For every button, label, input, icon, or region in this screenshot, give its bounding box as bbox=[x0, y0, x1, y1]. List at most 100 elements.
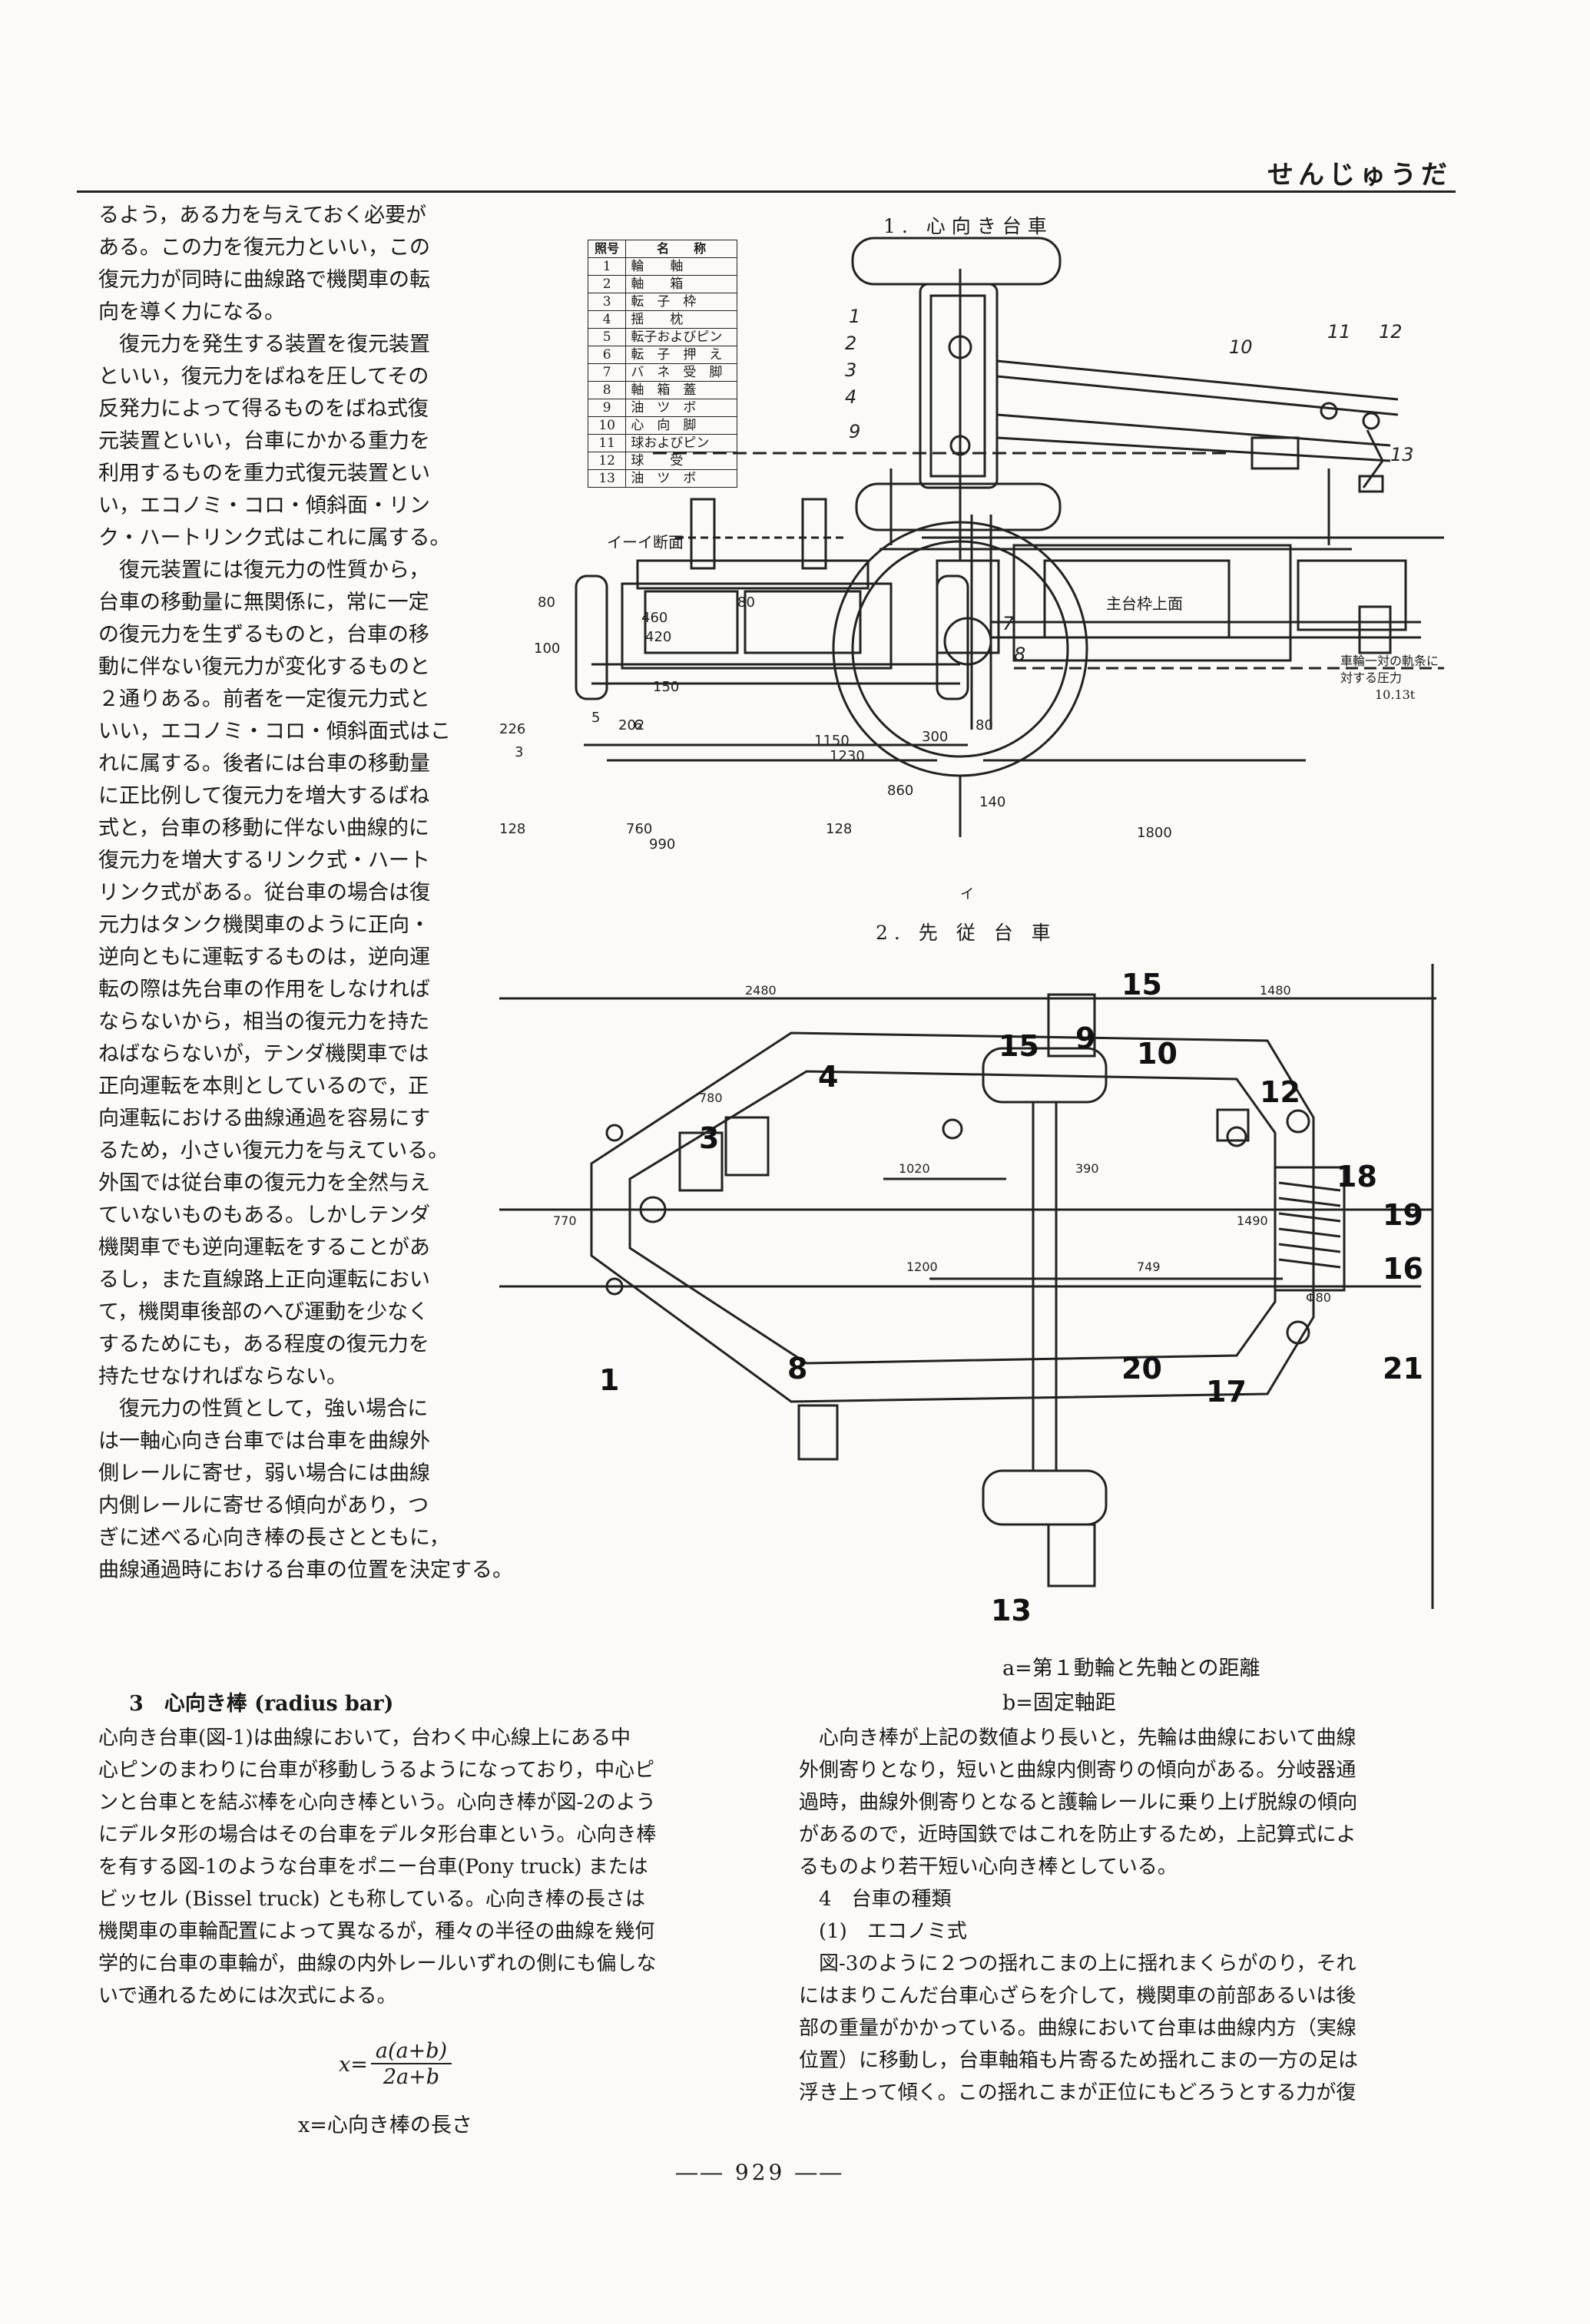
text-line: といい，復元力をばねを圧してその bbox=[98, 365, 429, 389]
part-name: 転 子 押 え bbox=[625, 346, 737, 364]
part-number: 9 bbox=[587, 399, 627, 417]
part-number: 7 bbox=[587, 363, 627, 382]
svg-text:300: 300 bbox=[922, 729, 948, 745]
text-line: ならないから，相当の復元力を持た bbox=[98, 1010, 430, 1034]
text-line: 心向き棒が上記の数値より長いと，先輪は曲線において曲線 bbox=[799, 1726, 1356, 1750]
text-line: 学的に台車の車輪が，曲線の内外レールいずれの側にも偏しな bbox=[98, 1952, 657, 1975]
text-line: ていないものもある。しかしテンダ bbox=[98, 1203, 430, 1227]
part-name: 軸 箱 蓋 bbox=[625, 381, 737, 399]
svg-text:Φ80: Φ80 bbox=[1306, 1290, 1331, 1305]
svg-text:4: 4 bbox=[845, 386, 856, 408]
svg-text:15: 15 bbox=[999, 1029, 1039, 1063]
text-line: 曲線通過時における台車の位置を決定する。 bbox=[98, 1558, 513, 1582]
bottom-left-text: 心向き台車(図-1)は曲線において，台わく中心線上にある中心ピンのまわりに台車が… bbox=[98, 1722, 656, 2012]
text-line: 向運転における曲線通過を容易にす bbox=[98, 1107, 431, 1131]
part-name: 心 向 脚 bbox=[625, 416, 737, 435]
fig1-frame-label: 主台枠上面 bbox=[1106, 594, 1183, 613]
fig1-drawing: 80 460 420 80 100 150 1150 1230 226 202 … bbox=[499, 237, 1444, 852]
text-line: リンク式がある。従台車の場合は復 bbox=[98, 881, 430, 905]
left-column-text: るよう，ある力を与えておく必要がある。この力を復元力といい，この復元力が同時に曲… bbox=[98, 200, 513, 1587]
text-line: 部の重量がかかっている。曲線において台車は曲線内方（実線 bbox=[799, 2017, 1356, 2040]
text-line: を有する図-1のような台車をポニー台車(Pony truck) または bbox=[98, 1856, 648, 1879]
text-line: 台車の移動量に無関係に，常に一定 bbox=[98, 591, 429, 614]
text-line: の復元力を生ずるものと，台車の移 bbox=[98, 623, 429, 647]
text-line: ２通りある。前者を一定復元力式と bbox=[98, 687, 430, 711]
svg-text:4: 4 bbox=[818, 1060, 838, 1094]
svg-text:12: 12 bbox=[1379, 321, 1403, 343]
svg-text:18: 18 bbox=[1337, 1160, 1377, 1193]
svg-text:100: 100 bbox=[534, 641, 560, 657]
text-line: に正比例して復元力を増大するばね bbox=[98, 784, 430, 808]
text-line: 復元力が同時に曲線路で機関車の転 bbox=[98, 268, 430, 292]
formula-definition: x=心向き棒の長さ bbox=[298, 2114, 472, 2137]
text-line: るし，また直線路上正向運転におい bbox=[98, 1268, 430, 1292]
svg-text:3: 3 bbox=[515, 744, 523, 760]
definition-a: a=第１動輪と先軸との距離 bbox=[1002, 1657, 1260, 1680]
fig1-section-label: イーイ断面 bbox=[607, 533, 684, 551]
svg-text:13: 13 bbox=[991, 1594, 1032, 1624]
text-line: 外側寄りとなり，短いと曲線内側寄りの傾向がある。分岐器通 bbox=[799, 1759, 1356, 1782]
text-line: て，機関車後部のへび運動を少なく bbox=[98, 1300, 429, 1324]
svg-text:21: 21 bbox=[1383, 1352, 1423, 1385]
part-name: 油 ツ ボ bbox=[625, 399, 737, 417]
text-line: 浮き上って傾く。この揺れこまが正位にもどろうとする力が復 bbox=[799, 2081, 1356, 2104]
svg-text:860: 860 bbox=[887, 783, 913, 799]
svg-text:80: 80 bbox=[976, 717, 993, 733]
part-number: 11 bbox=[587, 434, 627, 452]
fig2-caption: 2. 先 従 台 車 bbox=[876, 922, 1057, 944]
text-line: 動に伴ない復元力が変化するものと bbox=[98, 655, 430, 679]
svg-text:6: 6 bbox=[634, 717, 642, 733]
svg-text:80: 80 bbox=[538, 594, 555, 611]
fig1-section-marker: イ bbox=[960, 886, 974, 902]
part-number: 1 bbox=[587, 257, 627, 276]
section3-heading: 3 心向き棒 (radius bar) bbox=[129, 1692, 394, 1716]
svg-text:1: 1 bbox=[599, 1363, 619, 1397]
svg-text:1150: 1150 bbox=[814, 733, 850, 749]
part-number: 3 bbox=[587, 293, 627, 311]
text-line: い，エコノミ・コロ・傾斜面・リン bbox=[98, 494, 430, 518]
fig1-note: 車輪一対の軌条に 対する圧力 10.13t bbox=[1340, 654, 1439, 702]
text-line: 復元力を増大するリンク式・ハート bbox=[98, 849, 430, 872]
text-line: 心向き台車(図-1)は曲線において，台わく中心線上にある中 bbox=[98, 1726, 631, 1750]
svg-text:1230: 1230 bbox=[830, 748, 865, 764]
parts-table-header-no: 照号 bbox=[587, 240, 627, 258]
text-line: (1) エコノミ式 bbox=[799, 1920, 967, 1943]
text-line: 元力はタンク機関車のように正向・ bbox=[98, 913, 430, 937]
svg-text:128: 128 bbox=[826, 821, 852, 837]
header-rule bbox=[77, 190, 1456, 193]
text-line: 外国では従台車の復元力を全然与え bbox=[98, 1171, 430, 1195]
text-line: ねばならないが，テンダ機関車では bbox=[98, 1042, 429, 1066]
svg-text:1020: 1020 bbox=[899, 1161, 930, 1176]
text-line: ビッセル (Bissel truck) とも称している。心向き棒の長さは bbox=[98, 1888, 646, 1911]
text-line: 機関車でも逆向運転をすることがあ bbox=[98, 1236, 430, 1260]
text-line: 向を導く力になる。 bbox=[98, 300, 285, 324]
text-line: ク・ハートリンク式はこれに属する。 bbox=[98, 526, 451, 550]
text-line: 元装置といい，台車にかかる重力を bbox=[98, 429, 430, 453]
fig2-dimension-labels: 2480 1480 1020 390 1200 749 780 770 1490… bbox=[553, 983, 1331, 1305]
definition-b: b=固定軸距 bbox=[1002, 1691, 1116, 1715]
part-number: 12 bbox=[587, 452, 627, 470]
text-line: 位置）に移動し，台車軸箱も片寄るため揺れこまの一方の足は bbox=[799, 2049, 1359, 2072]
svg-text:460: 460 bbox=[641, 610, 667, 626]
part-name: 転 子 枠 bbox=[625, 293, 737, 311]
text-line: 正向運転を本則としているので，正 bbox=[98, 1074, 429, 1098]
text-line: ンと台車とを結ぶ棒を心向き棒という。心向き棒が図-2のよう bbox=[98, 1791, 656, 1814]
fig1-callout-labels: 1 2 3 4 9 10 11 12 13 7 8 bbox=[845, 306, 1414, 665]
fig2-drawing: 2480 1480 1020 390 1200 749 780 770 1490… bbox=[499, 964, 1436, 1624]
text-line: 復元装置には復元力の性質から， bbox=[98, 558, 430, 582]
text-line: 復元力を発生する装置を復元装置 bbox=[98, 333, 430, 356]
svg-text:749: 749 bbox=[1137, 1260, 1161, 1274]
text-line: るため，小さい復元力を与えている。 bbox=[98, 1139, 449, 1163]
text-line: 逆向ともに運転するものは，逆向運 bbox=[98, 945, 430, 969]
svg-text:8: 8 bbox=[787, 1352, 807, 1385]
svg-text:12: 12 bbox=[1260, 1075, 1300, 1109]
text-line: るよう，ある力を与えておく必要が bbox=[98, 204, 427, 227]
part-name: 球およびピン bbox=[625, 434, 737, 452]
svg-text:16: 16 bbox=[1383, 1252, 1423, 1286]
text-line: ぎに述べる心向き棒の長さとともに， bbox=[98, 1526, 450, 1550]
